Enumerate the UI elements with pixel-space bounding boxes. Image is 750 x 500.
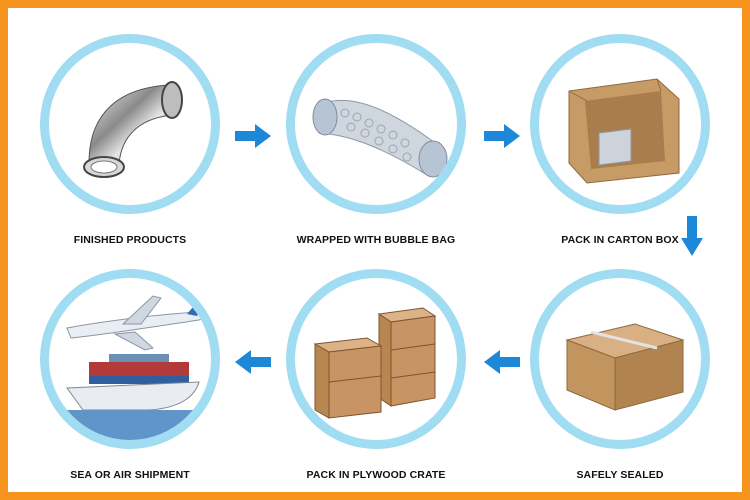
step-label: PACK IN PLYWOOD CRATE <box>306 469 446 481</box>
bubble-wrapped-pipe-image <box>295 43 457 205</box>
elbow-pipe-image <box>49 43 211 205</box>
step-label: WRAPPED WITH BUBBLE BAG <box>296 234 456 246</box>
step-label: SEA OR AIR SHIPMENT <box>70 469 190 481</box>
arrow-right-icon <box>235 124 271 148</box>
open-carton-box-image <box>539 43 701 205</box>
arrow-down-icon <box>681 216 703 256</box>
plywood-crates-image <box>295 278 457 440</box>
arrow-left-icon <box>484 350 520 374</box>
process-diagram: FINISHED PRODUCTS WRAPPED WITH BUBBLE BA… <box>8 8 742 492</box>
step-label: SAFELY SEALED <box>576 469 664 481</box>
ship-and-airplane-image <box>49 278 211 440</box>
arrow-right-icon <box>484 124 520 148</box>
arrow-left-icon <box>235 350 271 374</box>
step-label: PACK IN CARTON BOX <box>561 234 679 246</box>
sealed-carton-box-image <box>539 278 701 440</box>
step-label: FINISHED PRODUCTS <box>73 234 187 246</box>
airplane-icon <box>66 295 204 351</box>
